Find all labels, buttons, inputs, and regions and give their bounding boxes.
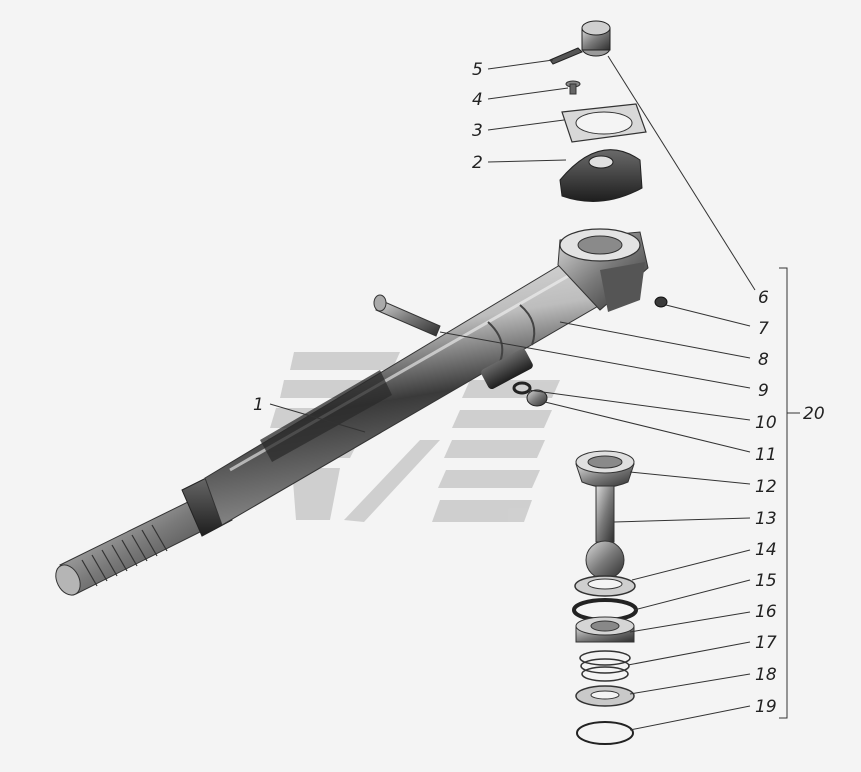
callout-14: 14 — [755, 540, 777, 560]
leader-lines — [269, 55, 800, 731]
hex-nut — [526, 389, 548, 407]
callout-labels: 5 4 3 2 1 6 7 8 9 10 11 12 13 14 15 16 1… — [253, 60, 825, 717]
ring-14 — [574, 575, 636, 597]
washer-18 — [575, 685, 635, 707]
spring-washer — [512, 381, 532, 395]
callout-13: 13 — [755, 509, 777, 529]
screw-small — [565, 80, 581, 95]
snap-ring-19 — [576, 721, 634, 745]
callout-10: 10 — [755, 413, 777, 433]
callout-20: 20 — [803, 404, 825, 424]
callout-18: 18 — [755, 665, 777, 685]
castle-nut — [581, 20, 611, 57]
tie-rod-tube — [55, 228, 649, 596]
callout-19: 19 — [755, 697, 777, 717]
clamp-bolt — [373, 294, 441, 337]
callout-12: 12 — [755, 477, 777, 497]
callout-11: 11 — [755, 445, 777, 465]
callout-5: 5 — [472, 60, 483, 80]
ball-cup — [575, 450, 635, 488]
callout-2: 2 — [472, 153, 483, 173]
callout-17: 17 — [755, 633, 777, 653]
dust-cover — [559, 149, 643, 202]
callout-7: 7 — [758, 319, 769, 339]
gasket — [561, 103, 647, 143]
cotter-pin — [549, 47, 583, 65]
grease-fitting — [654, 296, 668, 308]
thread-lines — [81, 524, 168, 587]
bushing-16 — [575, 616, 635, 643]
callout-8: 8 — [758, 350, 769, 370]
callout-6: 6 — [758, 288, 769, 308]
callout-16: 16 — [755, 602, 777, 622]
ball-stud — [585, 485, 625, 580]
callout-1: 1 — [253, 395, 264, 415]
callout-4: 4 — [472, 90, 483, 110]
callout-9: 9 — [758, 381, 769, 401]
callout-3: 3 — [472, 121, 483, 141]
callout-15: 15 — [755, 571, 777, 591]
spring-17 — [579, 650, 631, 682]
